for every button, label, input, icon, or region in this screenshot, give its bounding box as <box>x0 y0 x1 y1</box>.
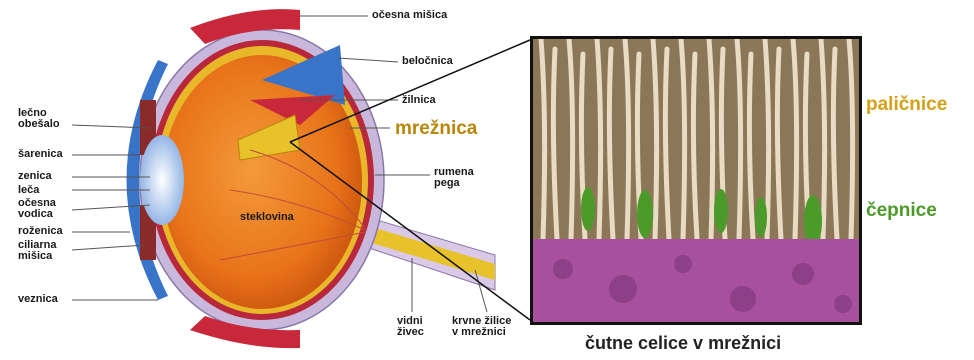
label-lecno-obesalo: lečno obešalo <box>18 108 60 130</box>
label-steklovina: steklovina <box>240 212 294 223</box>
label-ocesna-misica: očesna mišica <box>372 10 447 21</box>
label-ocesna-vodica: očesna vodica <box>18 198 56 220</box>
label-veznica: veznica <box>18 294 58 305</box>
lens <box>140 135 184 225</box>
label-rozenica: roženica <box>18 226 63 237</box>
label-rumena-pega: rumena pega <box>434 167 474 189</box>
caption-cutne-celice: čutne celice v mrežnici <box>585 333 781 354</box>
label-sarenica: šarenica <box>18 149 63 160</box>
label-zilnica: žilnica <box>402 95 436 106</box>
label-zenica: zenica <box>18 171 52 182</box>
label-vidni-zivec: vidni živec <box>397 316 424 338</box>
retina-micrograph <box>530 36 862 325</box>
label-leca: leča <box>18 185 39 196</box>
label-palicnice: paličnice <box>866 94 947 116</box>
label-mreznica: mrežnica <box>395 118 477 140</box>
label-krvne-zilice: krvne žilice v mrežnici <box>452 316 511 338</box>
label-ciliarna-misica: ciliarna mišica <box>18 240 57 262</box>
micrograph-drawing <box>533 39 859 322</box>
label-cepnice: čepnice <box>866 200 937 222</box>
label-belocnica: beločnica <box>402 56 453 67</box>
